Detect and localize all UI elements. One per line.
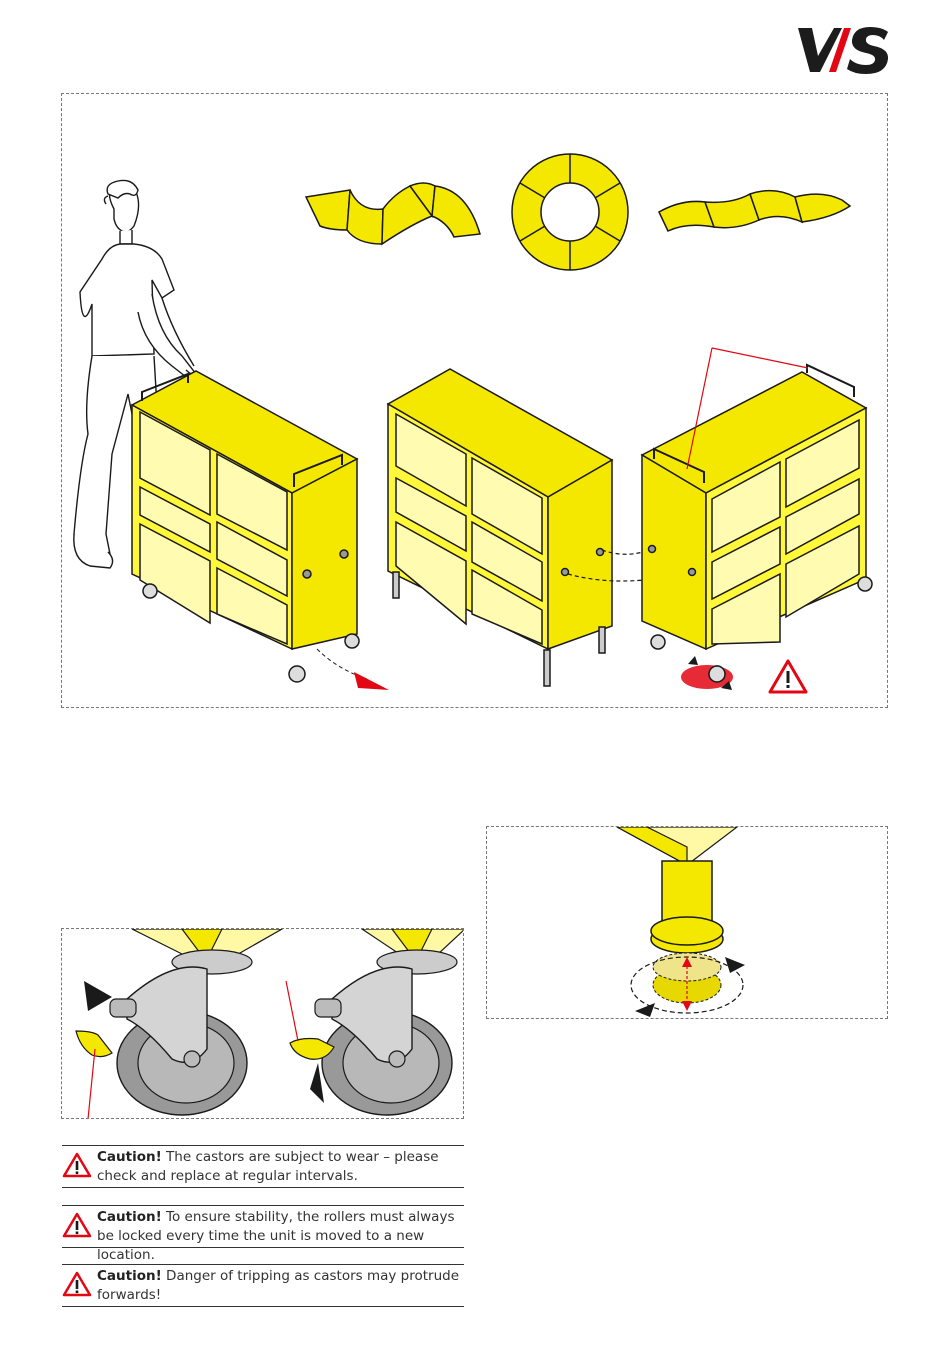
mobile-shelf-left-icon xyxy=(132,371,359,682)
vs-logo xyxy=(796,22,896,78)
levelling-foot-detail-panel xyxy=(486,826,888,1019)
caution-text: Caution! To ensure stability, the roller… xyxy=(97,1208,464,1265)
caution-text: Caution! The castors are subject to wear… xyxy=(97,1148,464,1186)
warning-triangle-icon xyxy=(770,661,806,692)
caution-heading: Caution! xyxy=(97,1268,162,1284)
castor-locked-icon xyxy=(76,929,282,1119)
wave-arrangement-icon xyxy=(306,183,480,244)
caution-heading: Caution! xyxy=(97,1149,162,1165)
mobile-shelf-right-icon xyxy=(642,365,872,682)
ring-arrangement-icon xyxy=(512,154,628,270)
caution-heading: Caution! xyxy=(97,1209,162,1225)
caution-castor-wear: Caution! The castors are subject to wear… xyxy=(62,1145,464,1188)
shelf-on-feet-icon xyxy=(388,369,612,686)
warning-triangle-icon xyxy=(62,1270,92,1298)
caution-tripping: Caution! Danger of tripping as castors m… xyxy=(62,1264,464,1307)
caution-text: Caution! Danger of tripping as castors m… xyxy=(97,1267,464,1305)
warning-triangle-icon xyxy=(62,1211,92,1239)
s-curve-arrangement-icon xyxy=(659,191,850,231)
warning-triangle-icon xyxy=(62,1151,92,1179)
illustration-arrangement-panel xyxy=(61,93,888,708)
castor-brake-detail-panel xyxy=(61,928,464,1119)
castor-unlocked-icon xyxy=(286,929,464,1115)
caution-roller-lock: Caution! To ensure stability, the roller… xyxy=(62,1205,464,1248)
